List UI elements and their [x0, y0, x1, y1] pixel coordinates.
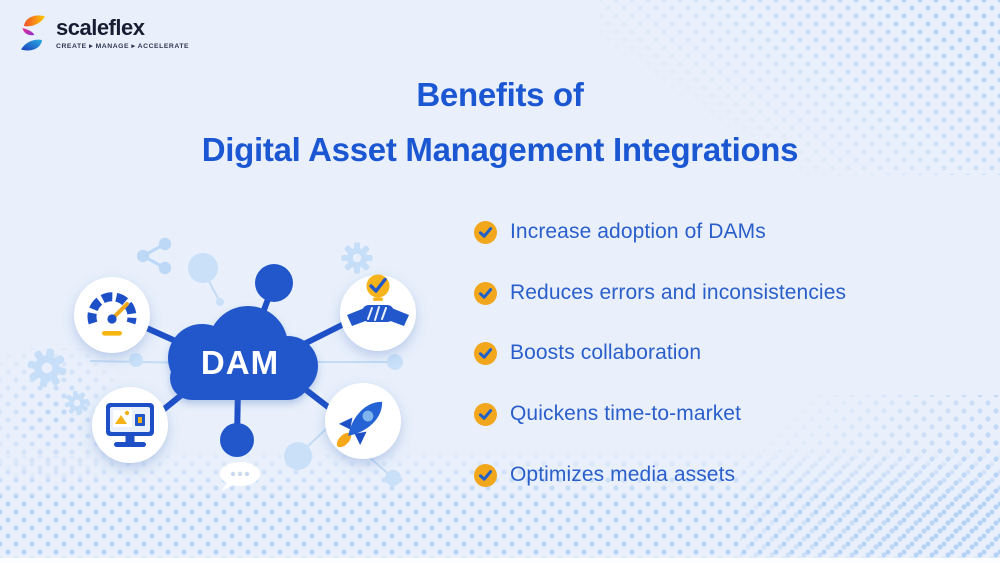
handshake-idea-icon: [347, 274, 409, 326]
benefit-label: Increase adoption of DAMs: [510, 220, 766, 243]
list-item: Optimizes media assets: [474, 463, 954, 487]
page-title: Benefits of Digital Asset Management Int…: [0, 67, 1000, 177]
speech-bubble-icon: [220, 462, 260, 491]
benefit-label: Optimizes media assets: [510, 463, 736, 486]
dam-cloud-label: DAM: [201, 344, 279, 381]
speedometer-node: [74, 277, 150, 353]
gear-icon: [23, 344, 71, 392]
page-title-line1: Benefits of: [416, 76, 584, 113]
list-item: Increase adoption of DAMs: [474, 220, 954, 244]
logo-brand-text: scaleflex: [56, 15, 145, 40]
list-item: Boosts collaboration: [474, 341, 954, 365]
scaleflex-logo: scaleflex CREATE ▸ MANAGE ▸ ACCELERATE: [18, 13, 189, 53]
benefits-list: Increase adoption of DAMs Reduces errors…: [474, 220, 954, 487]
gear-icon: [341, 242, 373, 274]
gear-icon: [62, 388, 92, 418]
list-item: Reduces errors and inconsistencies: [474, 281, 954, 305]
benefit-label: Quickens time-to-market: [510, 402, 742, 425]
check-icon: [474, 402, 497, 426]
check-icon: [474, 341, 497, 365]
network-node-dot: [220, 423, 254, 457]
network-node-dot: [255, 264, 293, 302]
benefit-label: Reduces errors and inconsistencies: [510, 281, 847, 304]
page-title-line2: Digital Asset Management Integrations: [201, 131, 799, 168]
monitor-media-icon: [106, 403, 154, 447]
decor-light-circles: [129, 253, 403, 486]
monitor-node: [92, 387, 168, 463]
handshake-node: [340, 274, 416, 351]
logo-tagline: CREATE ▸ MANAGE ▸ ACCELERATE: [56, 43, 190, 50]
bottom-edge-strip: [0, 558, 1000, 563]
scaleflex-logo-icon: [21, 15, 45, 51]
speedometer-icon: [87, 292, 137, 336]
list-item: Quickens time-to-market: [474, 402, 954, 426]
dam-cloud: DAM: [168, 306, 318, 400]
check-icon: [474, 281, 497, 305]
check-icon: [474, 220, 497, 244]
rocket-icon: [336, 401, 383, 448]
dam-network-illustration: DAM: [23, 237, 416, 491]
share-icon: [136, 237, 172, 275]
benefit-label: Boosts collaboration: [510, 341, 702, 364]
rocket-node: [325, 383, 401, 459]
check-icon: [474, 463, 497, 487]
